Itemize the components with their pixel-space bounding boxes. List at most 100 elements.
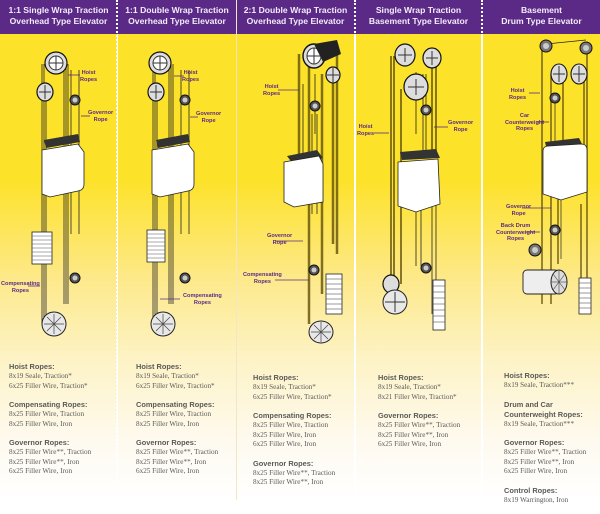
label-line: Hoist <box>358 124 373 130</box>
governor-sheave-icon <box>420 104 432 116</box>
label-line: Rope <box>453 126 468 133</box>
spec-heading: Hoist Ropes: <box>136 362 182 371</box>
label-line: Rope <box>93 116 108 123</box>
column-title: Single Wrap Traction Basement Type Eleva… <box>356 5 481 27</box>
spec-item: 8x19 Seale, Traction* <box>9 372 72 380</box>
column-background <box>118 34 236 360</box>
column-title: 1:1 Single Wrap Traction Overhead Type E… <box>0 5 117 27</box>
spec-item: 6x25 Filler Wire, Iron <box>9 467 73 475</box>
label-line: Rope <box>201 117 216 124</box>
label-line: Hoist <box>81 70 96 76</box>
drive-sheave-icon <box>148 51 172 75</box>
spec-item: 8x25 Filler Wire**, Traction <box>9 448 92 456</box>
label-line: Governor <box>267 233 293 239</box>
title-line-2: Overhead Type Elevator <box>246 16 345 26</box>
compensating-sheave-icon <box>41 311 67 337</box>
elevator-diagram-1 <box>28 51 90 337</box>
spec-item: 6x25 Filler Wire, Traction* <box>253 392 332 401</box>
rope-specs: Hoist Ropes:8x19 Seale, Traction*6x25 Fi… <box>136 362 236 486</box>
compensating-sheave-icon <box>150 311 176 337</box>
rope-specs: Hoist Ropes:8x19 Seale, Traction*6x25 Fi… <box>9 362 115 486</box>
spec-item: 6x25 Filler Wire, Iron <box>378 440 442 448</box>
spec-item: 8x25 Filler Wire, Traction <box>253 421 329 429</box>
column-5-basement-drum: Basement Drum Type Elevator <box>483 0 600 504</box>
column-background-lower <box>118 360 236 500</box>
compensating-sheave-icon <box>308 320 334 344</box>
spec-item: 8x25 Filler Wire**, Traction <box>253 468 336 477</box>
title-line-1: Single Wrap Traction <box>375 5 462 15</box>
counterweight-icon <box>31 231 53 265</box>
elevator-car-icon <box>397 149 441 213</box>
drum-icon <box>522 269 568 295</box>
counterweight-icon <box>578 277 592 315</box>
spec-item: 6x25 Filler Wire, Traction* <box>9 381 88 390</box>
column-background-lower <box>0 360 117 500</box>
column-title: 2:1 Double Wrap Traction Overhead Type E… <box>237 5 354 27</box>
spec-heading: Governor Ropes: <box>504 438 565 447</box>
label-line: Ropes <box>507 236 525 242</box>
spec-group-hoist: Hoist Ropes:8x19 Seale, Traction*8x21 Fi… <box>378 373 481 402</box>
spec-group-hoist: Hoist Ropes:8x19 Seale, Traction*** <box>504 371 600 391</box>
drive-sheave-icon <box>44 51 68 75</box>
spec-group-control: Control Ropes:8x19 Warrington, Iron <box>504 486 600 506</box>
column-title: Basement Drum Type Elevator <box>483 5 600 27</box>
spec-group-drum-car-counterweight: Drum and Car Counterweight Ropes:8x19 Se… <box>504 400 600 430</box>
label-line: Governor <box>506 204 532 210</box>
counterweight-icon <box>146 229 166 263</box>
spec-item: 8x25 Filler Wire, Iron <box>9 419 73 428</box>
spec-group-hoist: Hoist Ropes:8x19 Seale, Traction*6x25 Fi… <box>136 362 236 391</box>
rope-specs: Hoist Ropes:8x19 Seale, Traction*8x21 Fi… <box>378 373 481 459</box>
back-drum-sheave-icon <box>528 243 542 257</box>
column-background <box>0 34 117 360</box>
spec-item: 8x19 Seale, Traction* <box>136 372 199 380</box>
column-background-lower <box>483 360 600 500</box>
label-line: Rope <box>511 210 526 217</box>
spec-heading: Hoist Ropes: <box>504 371 550 380</box>
top-sheave-left-icon <box>394 43 416 67</box>
spec-item: 6x25 Filler Wire, Iron <box>253 440 317 448</box>
spec-heading: Governor Ropes: <box>9 438 70 447</box>
label-line: Ropes <box>263 90 281 97</box>
spec-group-hoist: Hoist Ropes:8x19 Seale, Traction*6x25 Fi… <box>9 362 115 391</box>
column-3-2to1-double-wrap-overhead: 2:1 Double Wrap Traction Overhead Type E… <box>237 0 354 500</box>
label-line: Car <box>519 113 530 119</box>
spec-item: 8x25 Filler Wire, Traction <box>9 410 85 418</box>
governor-sheave-icon <box>309 100 321 112</box>
spec-heading: Compensating Ropes: <box>9 400 88 409</box>
spec-heading: Compensating Ropes: <box>136 400 215 409</box>
column-divider <box>116 0 118 500</box>
spec-group-hoist: Hoist Ropes:8x19 Seale, Traction*6x25 Fi… <box>253 373 353 402</box>
label-line: Ropes <box>509 94 527 101</box>
spec-group-compensating: Compensating Ropes:8x25 Filler Wire, Tra… <box>9 400 115 429</box>
column-background-lower <box>237 360 354 500</box>
spec-heading: Compensating Ropes: <box>253 411 332 420</box>
label-line: Hoist <box>510 88 525 94</box>
title-line-1: 1:1 Single Wrap Traction <box>8 5 109 15</box>
governor-sheave-icon <box>179 94 191 106</box>
elevator-diagram-5 <box>522 39 593 315</box>
spec-item: 8x25 Filler Wire, Iron <box>253 430 317 439</box>
column-divider <box>354 0 356 500</box>
spec-group-governor: Governor Ropes:8x25 Filler Wire**, Tract… <box>136 438 236 477</box>
car-sheave-right-icon <box>570 63 588 85</box>
spec-heading: Governor Ropes: <box>253 458 314 468</box>
car-sheave-left-icon <box>550 63 568 85</box>
top-sheave-left-icon <box>539 39 553 53</box>
rope-specs: Hoist Ropes:8x19 Seale, Traction*** Drum… <box>504 371 600 514</box>
spec-group-governor: Governor Ropes:8x25 Filler Wire**, Tract… <box>504 438 600 477</box>
elevator-car-icon <box>542 138 588 201</box>
label-line: Rope <box>272 239 287 246</box>
spec-item: 8x19 Seale, Traction* <box>253 383 316 391</box>
drive-sheave-icon <box>382 274 408 315</box>
column-4-single-wrap-basement: Single Wrap Traction Basement Type Eleva… <box>356 0 481 500</box>
spec-item: 8x21 Filler Wire, Traction* <box>378 392 457 401</box>
